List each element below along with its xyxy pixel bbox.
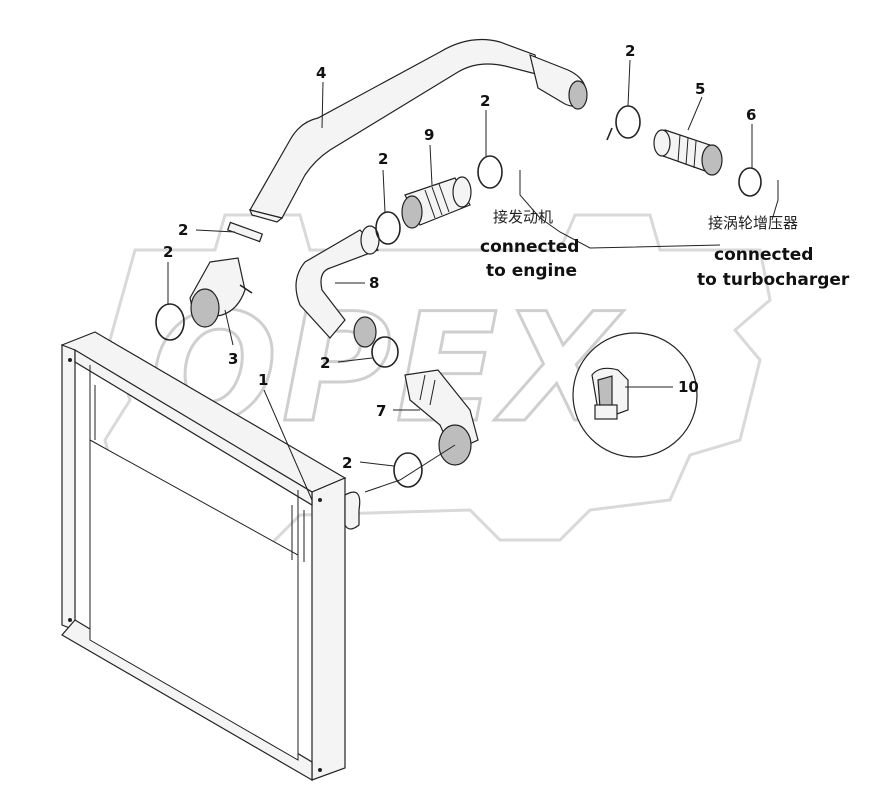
annotation-turbo-cn: 接涡轮增压器 [708,214,798,232]
callout-2-tube: 2 [178,221,188,239]
callout-5: 5 [695,80,705,98]
pipe-8 [295,225,380,348]
callouts: 1 2 2 2 2 2 2 2 2 3 4 5 6 7 8 9 10 [163,42,756,472]
callout-2-bottom: 2 [342,454,352,472]
annotation-engine-cn: 接发动机 [493,208,553,226]
callout-2-pipe8: 2 [378,150,388,168]
annotation-engine-en-line2: to engine [486,261,577,281]
hose-7 [404,369,479,466]
hose-5 [653,129,723,176]
pipe-4 [249,38,588,223]
intercooler-frame [60,331,361,782]
callout-10: 10 [678,378,699,396]
callout-1: 1 [258,371,268,389]
detail-circle-10 [572,332,698,458]
callout-2-hose5: 2 [625,42,635,60]
callout-6: 6 [746,106,756,124]
leader-lines [167,59,779,501]
callout-9: 9 [424,126,434,144]
callout-2-hose9: 2 [480,92,490,110]
callout-8: 8 [369,274,379,292]
annotations: 接发动机 connected to engine 接涡轮增压器 connecte… [480,208,850,290]
callout-3: 3 [228,350,238,368]
clamps [155,105,762,488]
hose-9 [401,176,472,229]
callout-2-mid: 2 [320,354,330,372]
annotation-engine-en-line1: connected [480,237,579,257]
callout-4: 4 [316,64,326,82]
annotation-turbo-en-line1: connected [714,245,813,265]
callout-7: 7 [376,402,386,420]
callout-2-left: 2 [163,243,173,261]
pipe-3 [189,221,264,328]
annotation-turbo-en-line2: to turbocharger [697,270,850,290]
